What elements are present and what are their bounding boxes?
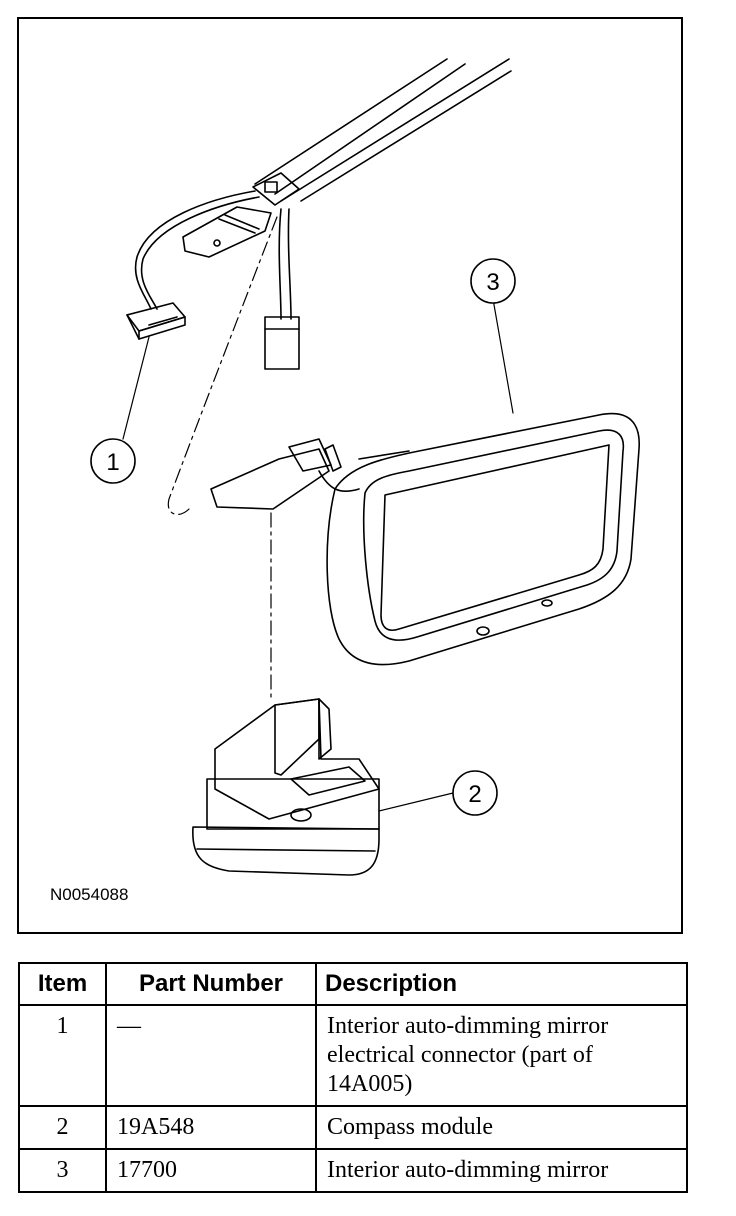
figure-id: N0054088 — [50, 885, 129, 904]
electrical-connector — [126, 302, 186, 340]
parts-table: Item Part Number Description 1 — Interio… — [18, 962, 688, 1193]
diagram-figure: 1 2 3 N0054088 — [17, 17, 683, 934]
row-item: 1 — [18, 1004, 107, 1107]
table-row: 2 19A548 Compass module — [18, 1105, 688, 1150]
mirror-housing — [326, 412, 640, 666]
callout-3: 3 — [470, 258, 516, 304]
callout-2: 2 — [452, 770, 498, 816]
table-row: 1 — Interior auto-dimming mirror electri… — [18, 1004, 688, 1107]
mirror-stem — [210, 438, 360, 510]
callout-2-label: 2 — [468, 781, 481, 808]
mounting-clip — [182, 206, 272, 258]
row-item: 2 — [18, 1105, 107, 1150]
header-item: Item — [18, 962, 107, 1006]
row-description: Compass module — [315, 1105, 688, 1150]
secondary-harness — [264, 208, 300, 370]
header-part-number: Part Number — [105, 962, 317, 1006]
row-part-number: 17700 — [105, 1148, 317, 1193]
callout-1-label: 1 — [106, 449, 119, 476]
callout-3-label: 3 — [486, 269, 499, 296]
row-part-number: 19A548 — [105, 1105, 317, 1150]
row-item: 3 — [18, 1148, 107, 1193]
callout-1: 1 — [90, 438, 136, 484]
header-description: Description — [315, 962, 688, 1006]
harness-channel — [252, 58, 512, 206]
row-part-number: — — [105, 1004, 317, 1107]
table-row: 3 17700 Interior auto-dimming mirror — [18, 1148, 688, 1193]
harness-wire — [134, 190, 256, 310]
row-description: Interior auto-dimming mirror — [315, 1148, 688, 1193]
assembly-lines — [167, 216, 278, 700]
table-header-row: Item Part Number Description — [18, 962, 688, 1006]
row-description: Interior auto-dimming mirror electrical … — [315, 1004, 688, 1107]
compass-module — [192, 698, 380, 876]
mirror-assembly-illustration: 1 2 3 — [90, 58, 640, 876]
leader-lines — [122, 298, 514, 812]
